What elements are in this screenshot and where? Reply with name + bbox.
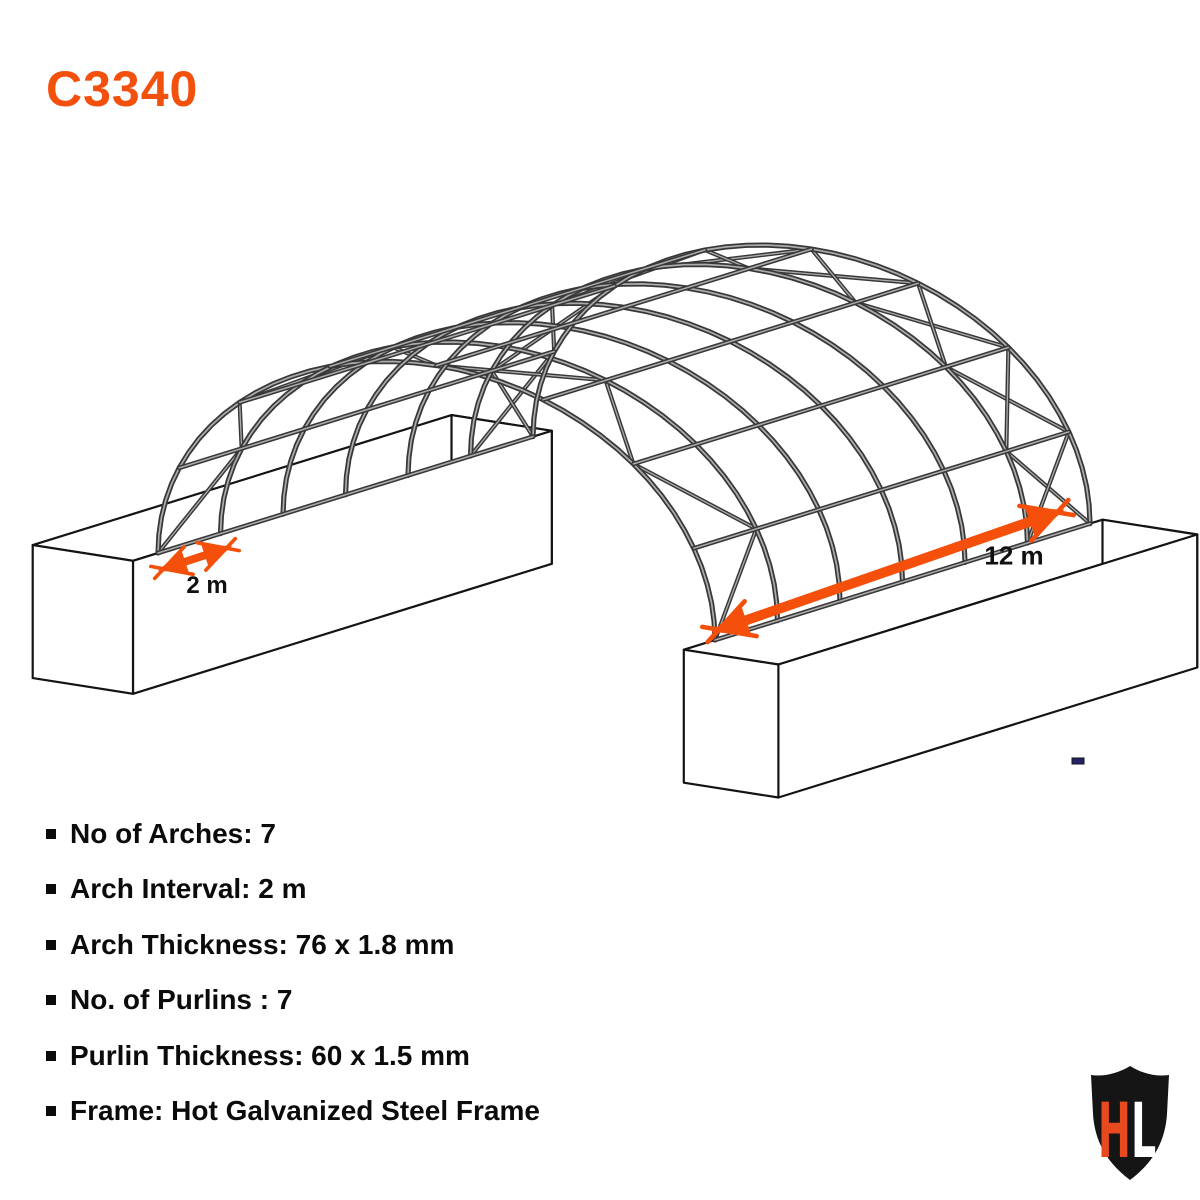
bullet-icon <box>46 995 56 1006</box>
purlin-tube-highlight <box>178 350 555 469</box>
left-container-near-end <box>31 543 135 695</box>
bullet-icon <box>46 939 56 950</box>
brace-tube-highlight <box>435 364 607 381</box>
spec-text: No. of Purlins : 7 <box>70 984 293 1016</box>
arrow-shaft <box>723 509 1053 633</box>
stray-mark <box>1071 757 1085 765</box>
arrowhead-barb <box>195 540 241 553</box>
logo-letter-l: L <box>1131 1088 1156 1176</box>
brand-logo: HL <box>1091 1066 1169 1180</box>
brace-tube-highlight <box>157 447 243 554</box>
arrowhead-barb <box>699 624 759 639</box>
bullet-icon <box>46 828 56 839</box>
spec-item: Arch Thickness: 76 x 1.8 mm <box>46 917 540 973</box>
brace-tube-highlight <box>810 248 857 304</box>
spec-item: Purlin Thickness: 60 x 1.5 mm <box>46 1028 540 1084</box>
brace-tube-highlight <box>714 528 757 641</box>
purlin-group <box>155 246 1093 643</box>
bullet-icon <box>46 1050 56 1061</box>
brace-tube-highlight <box>917 282 947 368</box>
purlin-tube-highlight <box>238 285 616 404</box>
arch-interval-arrow <box>149 536 241 581</box>
brace-tube-highlight <box>238 401 243 450</box>
arrowhead-barb <box>705 598 747 645</box>
logo-letters: HL <box>1098 1088 1156 1176</box>
brace-tube-highlight <box>632 463 757 530</box>
side-length-arrow <box>699 497 1076 645</box>
right-container-near-end <box>682 648 780 799</box>
arrowhead-barb <box>152 545 186 581</box>
spec-item: No of Arches: 7 <box>46 806 540 862</box>
purlin-tube-highlight <box>632 346 1010 465</box>
spec-text: Purlin Thickness: 60 x 1.5 mm <box>70 1039 470 1071</box>
purlin-tube-highlight <box>693 431 1070 550</box>
purlin-tube-highlight <box>329 249 706 368</box>
container-blocks <box>31 414 1199 799</box>
arrowhead-barb <box>204 536 238 572</box>
arrowhead-barb <box>1017 503 1076 518</box>
arrowhead-barb <box>1029 497 1071 544</box>
brace-tube-highlight <box>1005 346 1010 452</box>
dimension-label-side-length: 12 m <box>984 540 1044 571</box>
spec-text: Arch Interval: 2 m <box>70 873 307 905</box>
spec-item: No. of Purlins : 7 <box>46 973 540 1029</box>
dimension-label-arch-interval: 2 m <box>186 572 228 599</box>
arrowhead-barb <box>149 564 195 577</box>
dimension-arrows <box>149 497 1076 645</box>
spec-text: Frame: Hot Galvanized Steel Frame <box>70 1095 540 1127</box>
purlin-tube-highlight <box>542 282 919 401</box>
bullet-icon <box>46 1106 56 1117</box>
model-code: C3340 <box>46 61 199 117</box>
base-rail-tube-highlight <box>714 522 1091 641</box>
bullet-icon <box>46 884 56 895</box>
spec-item: Frame: Hot Galvanized Steel Frame <box>46 1084 540 1140</box>
base-rail-tube-highlight <box>157 435 534 554</box>
purlin-tube-highlight <box>435 248 813 367</box>
spec-text: No of Arches: 7 <box>70 817 276 849</box>
shield-icon <box>1091 1066 1169 1180</box>
spec-list: No of Arches: 7 Arch Interval: 2 m Arch Th… <box>46 806 540 1139</box>
brace-tube-highlight <box>604 379 635 465</box>
logo-letter-h: H <box>1098 1088 1131 1176</box>
spec-item: Arch Interval: 2 m <box>46 862 540 918</box>
spec-text: Arch Thickness: 76 x 1.8 mm <box>70 928 455 960</box>
